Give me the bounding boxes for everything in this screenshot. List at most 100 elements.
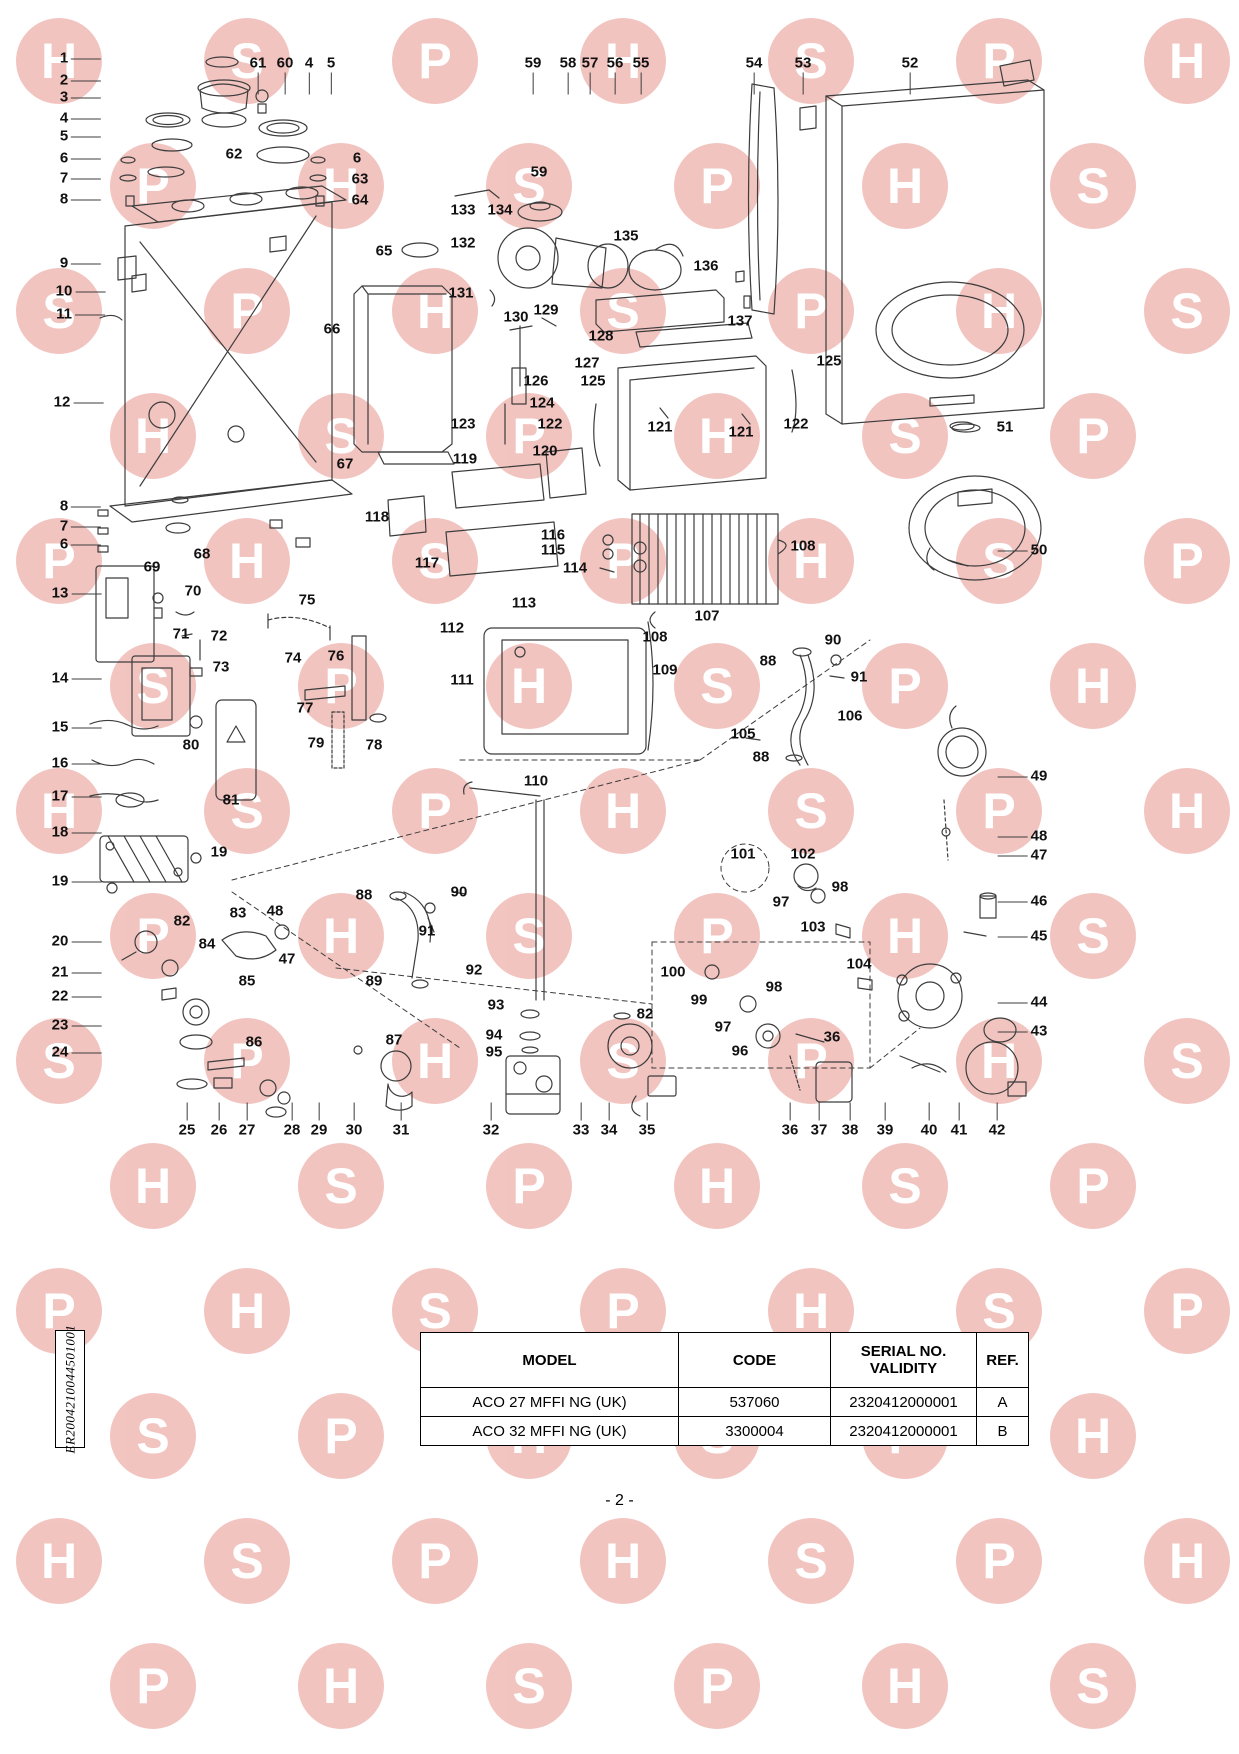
part-callout-103: 103: [800, 918, 826, 936]
part-callout-65: 65: [375, 242, 393, 260]
document-code-box: ER2004210044501001: [55, 1325, 85, 1453]
burner-rail: [189, 613, 387, 769]
part-callout-91: 91: [418, 922, 436, 940]
part-callout-50: 50: [998, 541, 1048, 559]
part-callout-68: 68: [193, 545, 211, 563]
fan-assembly: [454, 189, 725, 333]
pump-small: [607, 1012, 677, 1117]
part-callout-15: 15: [51, 718, 101, 736]
part-callout-134: 134: [487, 201, 513, 219]
table-cell: ACO 32 MFFI NG (UK): [420, 1416, 679, 1446]
part-callout-25: 25: [178, 1102, 196, 1139]
part-callout-111: 111: [450, 671, 474, 689]
part-callout-96: 96: [731, 1042, 749, 1060]
table-header-cell: SERIAL NO. VALIDITY: [830, 1332, 977, 1388]
part-callout-60: 60: [276, 54, 294, 95]
part-callout-21: 21: [51, 963, 101, 981]
part-callout-91: 91: [850, 668, 868, 686]
part-callout-28: 28: [283, 1102, 301, 1139]
chamber-panels: [483, 621, 654, 755]
part-callout-64: 64: [351, 191, 369, 209]
warning-label: [215, 699, 257, 801]
part-callout-33: 33: [572, 1102, 590, 1139]
part-callout-7: 7: [59, 517, 103, 535]
part-callout-125: 125: [816, 352, 842, 370]
part-callout-31: 31: [392, 1102, 410, 1139]
part-callout-46: 46: [998, 892, 1048, 910]
part-callout-36: 36: [823, 1028, 841, 1046]
part-callout-88: 88: [355, 886, 373, 904]
part-callout-100: 100: [660, 963, 686, 981]
part-callout-127: 127: [574, 354, 600, 372]
part-callout-5: 5: [59, 127, 103, 145]
part-callout-8: 8: [59, 497, 103, 515]
flue-collars: [119, 56, 327, 207]
part-callout-78: 78: [365, 736, 383, 754]
part-callout-36: 36: [781, 1102, 799, 1139]
part-callout-16: 16: [51, 754, 101, 772]
part-callout-51: 51: [996, 418, 1014, 436]
part-callout-82: 82: [173, 912, 191, 930]
part-callout-90: 90: [824, 631, 842, 649]
part-callout-4: 4: [59, 109, 103, 127]
part-callout-98: 98: [765, 978, 783, 996]
part-callout-17: 17: [51, 787, 101, 805]
part-callout-109: 109: [652, 661, 678, 679]
part-callout-102: 102: [790, 845, 816, 863]
part-callout-40: 40: [920, 1102, 938, 1139]
page-number: - 2 -: [605, 1492, 634, 1509]
part-callout-84: 84: [198, 935, 216, 953]
part-callout-121: 121: [728, 423, 754, 441]
wiring-harnesses: [89, 719, 159, 808]
part-callout-79: 79: [307, 734, 325, 752]
part-callout-125: 125: [580, 372, 606, 390]
part-callout-90: 90: [450, 883, 468, 901]
part-callout-57: 57: [581, 54, 599, 95]
part-callout-80: 80: [182, 736, 200, 754]
part-callout-34: 34: [600, 1102, 618, 1139]
heat-exchanger: [599, 513, 787, 629]
part-callout-98: 98: [831, 878, 849, 896]
part-callout-115: 115: [540, 541, 566, 559]
part-callout-69: 69: [143, 558, 161, 576]
diverter-cluster: [704, 863, 873, 1049]
part-callout-5: 5: [326, 54, 336, 95]
part-callout-22: 22: [51, 987, 101, 1005]
part-callout-59: 59: [530, 163, 548, 181]
table-header-cell: CODE: [678, 1332, 831, 1388]
part-callout-27: 27: [238, 1102, 256, 1139]
part-callout-23: 23: [51, 1016, 101, 1034]
part-callout-123: 123: [450, 415, 476, 433]
part-callout-13: 13: [51, 584, 101, 602]
part-callout-61: 61: [249, 54, 267, 95]
part-callout-117: 117: [414, 554, 440, 572]
part-callout-97: 97: [714, 1018, 732, 1036]
part-callout-71: 71: [172, 625, 190, 643]
part-callout-75: 75: [298, 591, 316, 609]
part-callout-63: 63: [351, 170, 369, 188]
part-callout-108: 108: [790, 537, 816, 555]
part-callout-77: 77: [296, 699, 314, 717]
part-callout-32: 32: [482, 1102, 500, 1139]
part-callout-6: 6: [352, 149, 362, 167]
table-cell: 537060: [678, 1387, 831, 1417]
table-cell: 2320412000001: [830, 1387, 977, 1417]
part-callout-126: 126: [523, 372, 549, 390]
part-callout-26: 26: [210, 1102, 228, 1139]
part-callout-137: 137: [727, 312, 753, 330]
air-duct: [353, 242, 455, 465]
part-callout-54: 54: [745, 54, 763, 95]
part-callout-105: 105: [730, 725, 756, 743]
part-callout-49: 49: [998, 767, 1048, 785]
part-callout-135: 135: [613, 227, 639, 245]
outer-casing: [825, 59, 1045, 433]
part-callout-131: 131: [448, 284, 474, 302]
part-callout-12: 12: [53, 393, 103, 411]
part-callout-86: 86: [245, 1033, 263, 1051]
part-callout-130: 130: [503, 308, 529, 326]
part-callout-11: 11: [56, 305, 105, 323]
part-callout-42: 42: [988, 1102, 1006, 1139]
part-callout-44: 44: [998, 993, 1048, 1011]
